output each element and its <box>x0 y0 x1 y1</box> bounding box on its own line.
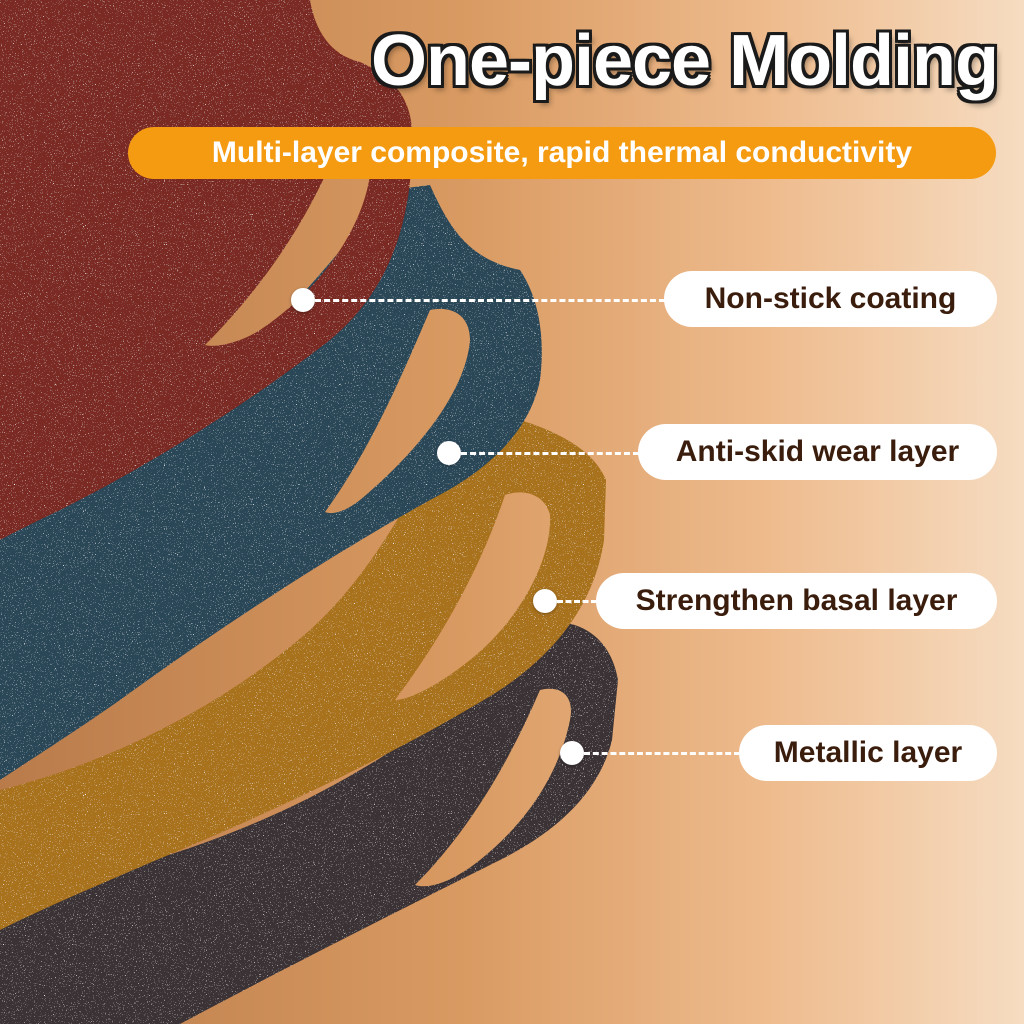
basal-layer-board <box>0 410 606 930</box>
subtitle-banner: Multi-layer composite, rapid thermal con… <box>128 127 996 179</box>
wear-layer-board <box>0 185 542 780</box>
metallic-layer-board <box>0 622 618 1024</box>
subtitle-text: Multi-layer composite, rapid thermal con… <box>211 136 913 169</box>
headline: One-piece Molding <box>370 21 999 101</box>
